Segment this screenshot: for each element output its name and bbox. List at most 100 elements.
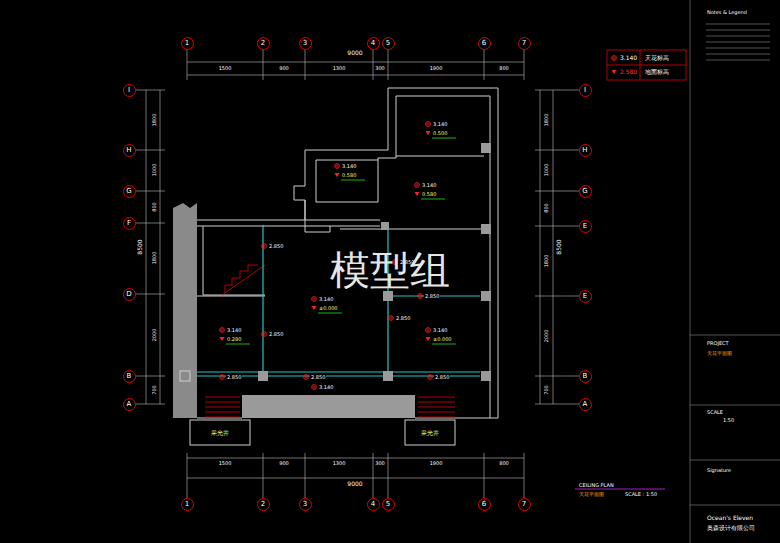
axis-bubble: B [579, 370, 592, 383]
room-name: 采光井 [420, 430, 440, 436]
floor-symbol [426, 337, 457, 344]
ceiling-level: 2.850 [226, 375, 242, 380]
axis-bubble: B [123, 370, 136, 383]
axis-label: G [582, 188, 587, 195]
axis-bubble: 2 [257, 498, 270, 511]
legend-item: 天花标高 [645, 55, 669, 61]
level-markers [220, 56, 617, 390]
axis-bubble: 3 [299, 498, 312, 511]
dimension: 900 [278, 461, 290, 466]
axis-bubble: 1 [181, 498, 194, 511]
axis-bubble: E [579, 220, 592, 233]
dimension: 1500 [218, 66, 233, 71]
axis-bubble: 7 [518, 498, 531, 511]
dimension: 1800 [152, 113, 157, 128]
ceiling-symbol [426, 328, 431, 333]
floor-level: 0.280 [226, 337, 242, 342]
axis-label: 1 [185, 40, 189, 47]
axis-label: 2 [261, 40, 265, 47]
title-block-text: Notes & Legend [706, 10, 748, 15]
dimension: 2000 [544, 329, 549, 344]
ceiling-level: 3.140 [432, 328, 448, 333]
title-block [690, 0, 780, 543]
axis-bubble: 2 [257, 37, 270, 50]
axis-bubble: F [123, 217, 136, 230]
columns [180, 143, 491, 381]
floor-symbol [312, 306, 343, 313]
legend-box [607, 50, 686, 80]
title-block-text: 天花平面图 [706, 351, 733, 356]
axis-bubble: A [579, 398, 592, 411]
dimension-lines [135, 49, 579, 498]
title-block-text: SCALE [706, 410, 724, 415]
axis-label: 7 [522, 40, 526, 47]
ceiling-symbol [418, 294, 423, 299]
dimension: 1500 [218, 461, 233, 466]
axis-bubble: I [123, 84, 136, 97]
dimension: 700 [544, 384, 549, 396]
dimension: 900 [278, 66, 290, 71]
ceiling-symbol [426, 122, 431, 127]
ceiling-level: 3.140 [341, 164, 357, 169]
floor-level: ±0.000 [318, 306, 339, 311]
ceiling-level: 2.850 [268, 244, 284, 249]
drawing-title: 天花平面图 [578, 492, 605, 497]
ceiling-symbol [262, 332, 267, 337]
axis-label: 4 [371, 40, 375, 47]
dimension: 9000 [346, 481, 363, 487]
axis-bubble: H [123, 144, 136, 157]
axis-bubble: 5 [382, 37, 395, 50]
axis-label: 6 [482, 40, 486, 47]
floor-level: 0.580 [341, 173, 357, 178]
floor-slab [242, 395, 415, 418]
axis-bubble: D [123, 288, 136, 301]
axis-label: E [583, 223, 587, 230]
drawing-title: CEILING PLAN [578, 483, 615, 488]
axis-bubble: E [579, 290, 592, 303]
axis-bubble: 4 [367, 37, 380, 50]
axis-label: B [127, 373, 132, 380]
axis-label: A [127, 401, 132, 408]
ceiling-level: 2.850 [434, 375, 450, 380]
ceiling-symbol [612, 56, 617, 61]
dimension: 1300 [332, 66, 347, 71]
dimension: 800 [544, 202, 549, 214]
axis-label: I [584, 87, 586, 94]
dimension: 1300 [332, 461, 347, 466]
dimension: 1000 [152, 163, 157, 178]
dimension: 8500 [556, 238, 562, 255]
axis-bubble: 7 [518, 37, 531, 50]
ceiling-level: 2.850 [310, 375, 326, 380]
axis-label: 5 [386, 40, 390, 47]
ceiling-level: 3.140 [421, 183, 437, 188]
axis-label: 3 [303, 501, 307, 508]
dimension: 300 [374, 461, 386, 466]
axis-bubble: I [579, 84, 592, 97]
ceiling-symbol [389, 316, 394, 321]
axis-bubble: 6 [478, 498, 491, 511]
dimension: 800 [152, 201, 157, 213]
floor-symbol [220, 337, 251, 344]
axis-bubble: 6 [478, 37, 491, 50]
title-underline [575, 489, 665, 490]
axis-label: 1 [185, 501, 189, 508]
floor-symbol [415, 192, 446, 199]
legend-level: 2.580 [619, 69, 638, 75]
legend-text: 天花标高 [645, 54, 669, 61]
ceiling-symbol [262, 244, 267, 249]
beams [197, 225, 480, 376]
scale-note: SCALE : 1:50 [624, 492, 658, 497]
axis-label: 7 [522, 501, 526, 508]
axis-bubble: G [579, 185, 592, 198]
axis-label: 3 [303, 40, 307, 47]
ceiling-level: 2.850 [395, 316, 411, 321]
dimension: 1800 [152, 251, 157, 266]
axis-label: E [583, 293, 587, 300]
axis-label: A [583, 401, 588, 408]
axis-label: 6 [482, 501, 486, 508]
axis-label: H [582, 147, 587, 154]
title-block-text: 1:50 [722, 418, 735, 423]
axis-label: 2 [261, 501, 265, 508]
dimension: 800 [498, 66, 510, 71]
axis-label: H [126, 147, 131, 154]
